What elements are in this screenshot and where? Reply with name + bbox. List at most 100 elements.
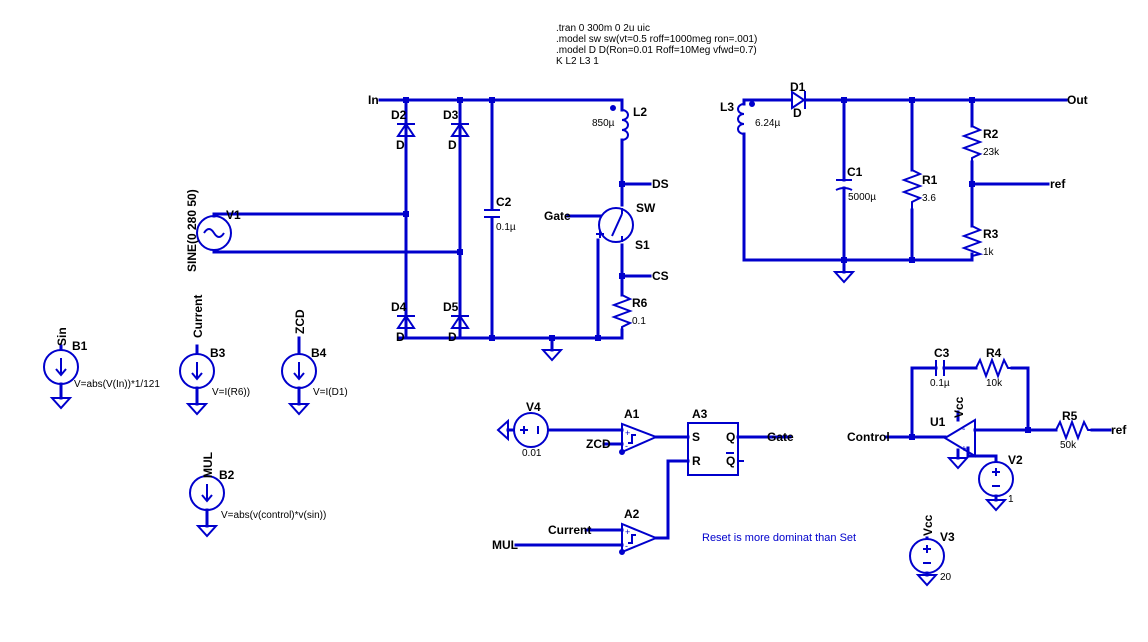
svg-text:R3: R3 xyxy=(983,227,999,241)
svg-text:D: D xyxy=(793,106,802,120)
svg-text:+: + xyxy=(625,428,630,438)
comparator-a2[interactable]: + - A2 xyxy=(619,507,659,555)
svg-text:L2: L2 xyxy=(633,105,647,119)
net-label-sin: Sin xyxy=(55,327,69,346)
svg-text:6.24µ: 6.24µ xyxy=(755,118,780,129)
svg-text:R4: R4 xyxy=(986,346,1002,360)
diode-d3[interactable]: D3D xyxy=(443,108,470,152)
diode-d4[interactable]: D4D xyxy=(391,300,416,344)
comment-reset-dominant: Reset is more dominat than Set xyxy=(702,532,856,544)
svg-text:50k: 50k xyxy=(1060,440,1077,451)
svg-text:D2: D2 xyxy=(391,108,407,122)
source-v1[interactable]: V1 SINE(0 280 50) xyxy=(185,189,241,272)
opamp-wires xyxy=(884,366,1112,464)
svg-text:R: R xyxy=(692,454,701,468)
svg-text:D4: D4 xyxy=(391,300,407,314)
svg-text:D: D xyxy=(448,330,457,344)
svg-text:R5: R5 xyxy=(1062,409,1078,423)
svg-text:+: + xyxy=(961,444,967,455)
directive-tran: .tran 0 300m 0 2u uic xyxy=(556,23,650,34)
svg-text:10k: 10k xyxy=(986,378,1003,389)
control-wires xyxy=(506,428,792,547)
net-label-zcd-top: ZCD xyxy=(293,309,307,334)
svg-text:1k: 1k xyxy=(983,247,995,258)
net-label-current-top: Current xyxy=(191,295,205,338)
svg-text:R1: R1 xyxy=(922,173,938,187)
svg-text:-: - xyxy=(625,541,628,551)
svg-text:B3: B3 xyxy=(210,346,226,360)
switch-s1[interactable]: SW S1 xyxy=(596,201,656,252)
source-v4[interactable]: V4 0.01 xyxy=(513,400,549,459)
svg-text:0.01: 0.01 xyxy=(522,448,542,459)
svg-text:B4: B4 xyxy=(311,346,327,360)
svg-text:0.1µ: 0.1µ xyxy=(930,378,950,389)
resistor-r1[interactable]: R1 3.6 xyxy=(901,169,938,210)
svg-text:0.1µ: 0.1µ xyxy=(496,222,516,233)
net-label-mul: MUL xyxy=(492,538,518,552)
svg-text:20: 20 xyxy=(940,572,952,583)
net-label-ref-r: ref xyxy=(1050,177,1066,191)
svg-text:1: 1 xyxy=(1008,494,1014,505)
svg-text:C2: C2 xyxy=(496,195,512,209)
diode-d5[interactable]: D5D xyxy=(443,300,470,344)
net-label-mul-top: MUL xyxy=(201,452,215,478)
svg-text:3.6: 3.6 xyxy=(922,193,936,204)
svg-text:D: D xyxy=(396,330,405,344)
inductor-l2[interactable]: L2 850µ xyxy=(592,105,647,141)
svg-text:C3: C3 xyxy=(934,346,950,360)
svg-text:V2: V2 xyxy=(1008,453,1023,467)
resistor-r6[interactable]: R6 0.1 xyxy=(611,294,648,330)
svg-text:D: D xyxy=(448,138,457,152)
svg-text:A1: A1 xyxy=(624,407,640,421)
svg-text:D: D xyxy=(396,138,405,152)
svg-text:B2: B2 xyxy=(219,468,235,482)
net-label-control: Control xyxy=(847,430,890,444)
svg-text:R6: R6 xyxy=(632,296,648,310)
spice-directives[interactable]: .tran 0 300m 0 2u uic .model sw sw(vt=0.… xyxy=(556,23,757,67)
primary-wires xyxy=(212,98,652,352)
resistor-r4[interactable]: R4 10k xyxy=(975,346,1012,389)
ground-v4 xyxy=(496,418,509,442)
bsource-b2[interactable]: MUL B2 V=abs(v(control)*v(sin)) xyxy=(189,452,326,538)
svg-text:23k: 23k xyxy=(983,147,1000,158)
svg-text:S1: S1 xyxy=(635,238,650,252)
source-v3[interactable]: Vcc V3 20 xyxy=(909,514,955,587)
b4-expr: V=I(D1) xyxy=(313,387,348,398)
comparator-a1[interactable]: + - A1 xyxy=(619,407,659,455)
secondary-junctions xyxy=(841,97,975,263)
bsource-b3[interactable]: Current B3 V=I(R6)) xyxy=(179,295,250,416)
svg-text:S: S xyxy=(692,430,700,444)
net-label-current: Current xyxy=(548,523,591,537)
svg-text:C1: C1 xyxy=(847,165,863,179)
svg-text:A2: A2 xyxy=(624,507,640,521)
diode-d1[interactable]: D1D xyxy=(790,80,806,120)
bsource-b1[interactable]: Sin B1 V=abs(V(In))*1/121 xyxy=(43,327,160,410)
svg-text:5000µ: 5000µ xyxy=(848,192,876,203)
opamp-u1[interactable]: - + U1 Vcc xyxy=(930,396,976,470)
resistor-r5[interactable]: R5 50k xyxy=(1055,409,1092,451)
directive-model-sw: .model sw sw(vt=0.5 roff=1000meg ron=.00… xyxy=(556,34,757,45)
inductor-l3[interactable]: L36.24µ xyxy=(720,98,780,142)
svg-text:D1: D1 xyxy=(790,80,806,94)
net-label-ref-u: ref xyxy=(1111,423,1127,437)
svg-text:D3: D3 xyxy=(443,108,459,122)
bsource-b4[interactable]: ZCD B4 V=I(D1) xyxy=(281,309,348,416)
diode-d2[interactable]: D2D xyxy=(391,108,416,152)
svg-text:V4: V4 xyxy=(526,400,541,414)
flipflop-a3[interactable]: A3 S R Q Q xyxy=(687,407,744,476)
svg-text:-: - xyxy=(962,424,965,435)
capacitor-c1[interactable]: C1 5000µ xyxy=(835,165,876,203)
svg-text:850µ: 850µ xyxy=(592,118,615,129)
net-label-gate-sw: Gate xyxy=(544,209,571,223)
capacitor-c2[interactable]: C2 0.1µ xyxy=(484,195,516,233)
ground-primary xyxy=(540,349,564,362)
capacitor-c3[interactable]: C3 0.1µ xyxy=(930,346,950,389)
svg-text:V1: V1 xyxy=(226,208,241,222)
svg-text:0.1: 0.1 xyxy=(632,316,646,327)
net-label-out: Out xyxy=(1067,93,1088,107)
source-v2[interactable]: V2 1 xyxy=(978,453,1023,512)
resistor-r3[interactable]: R3 1k xyxy=(961,225,999,258)
svg-text:-: - xyxy=(625,441,628,451)
svg-text:Q: Q xyxy=(726,454,735,468)
